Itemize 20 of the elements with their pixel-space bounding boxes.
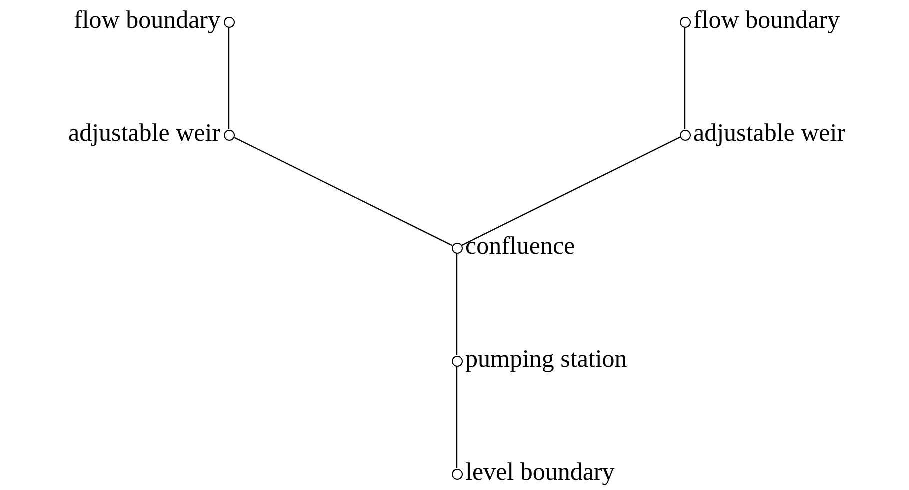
node-label: flow boundary <box>74 7 220 35</box>
node-label: flow boundary <box>694 7 840 35</box>
junction-circle <box>680 130 690 140</box>
node-label: pumping station <box>466 346 628 374</box>
junction-circle <box>224 130 234 140</box>
connector-line <box>684 28 686 130</box>
junction-circle <box>680 16 690 28</box>
connector-line <box>228 28 230 130</box>
node-label: adjustable weir <box>68 120 220 148</box>
connector-line <box>456 366 458 468</box>
connector-line <box>456 254 458 356</box>
node-label: adjustable weir <box>694 120 846 148</box>
junction-circle <box>452 468 462 480</box>
connector-line <box>462 136 680 246</box>
junction-circle <box>452 356 462 366</box>
node-label: level boundary <box>466 459 615 487</box>
connector-line <box>234 136 452 246</box>
junction-circle <box>224 16 234 28</box>
junction-circle <box>452 242 462 254</box>
node-label: confluence <box>466 233 576 261</box>
